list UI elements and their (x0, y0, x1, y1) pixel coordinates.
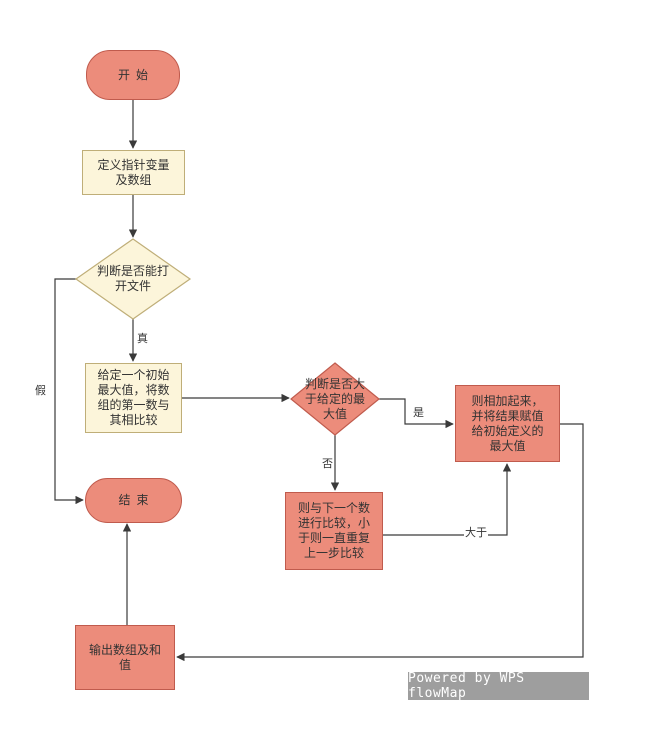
edge-label-false: 假 (34, 382, 47, 398)
decision-greater-shape (290, 362, 380, 436)
define-vars-label: 定义指针变量 及数组 (97, 157, 170, 187)
edge-label-yes: 是 (412, 404, 425, 420)
edge-label-greater: 大于 (464, 524, 488, 540)
compare-next-node: 则与下一个数 进行比较，小 于则一直重复 上一步比较 (285, 492, 383, 570)
edge-add-to-output (176, 423, 584, 662)
end-label: 结束 (118, 493, 155, 507)
decision-greater-label: 判断是否大 于给定的最 大值 (304, 376, 365, 421)
init-max-label: 给定一个初始 最大值，将数 组的第一数与 其相比较 (97, 368, 170, 427)
wps-flowmap-watermark: Powered by WPS flowMap (408, 671, 589, 701)
output-node: 输出数组及和 值 (75, 625, 175, 690)
decision-file-open-label: 判断是否能打 开文件 (96, 264, 169, 293)
compare-next-label: 则与下一个数 进行比较，小 于则一直重复 上一步比较 (297, 501, 370, 560)
decision-greater-node: 判断是否大 于给定的最 大值 (291, 363, 379, 435)
decision-file-open-node: 判断是否能打 开文件 (77, 239, 189, 319)
init-max-node: 给定一个初始 最大值，将数 组的第一数与 其相比较 (85, 363, 182, 433)
edge-label-no: 否 (321, 455, 334, 471)
edge-decision-greater-yes (379, 398, 454, 429)
decision-file-open-shape (74, 238, 192, 320)
add-assign-node: 则相加起来， 并将结果赋值 给初始定义的 最大值 (455, 385, 560, 462)
edge-decision-file-false (54, 278, 84, 505)
edge-compare-greater-to-add (383, 463, 512, 536)
define-vars-node: 定义指针变量 及数组 (82, 150, 185, 195)
end-node: 结束 (85, 478, 182, 523)
start-label: 开始 (117, 67, 154, 82)
add-assign-label: 则相加起来， 并将结果赋值 给初始定义的 最大值 (471, 393, 544, 453)
edge-label-true: 真 (136, 330, 149, 346)
output-label: 输出数组及和 值 (88, 642, 161, 672)
start-node: 开始 (86, 50, 180, 100)
